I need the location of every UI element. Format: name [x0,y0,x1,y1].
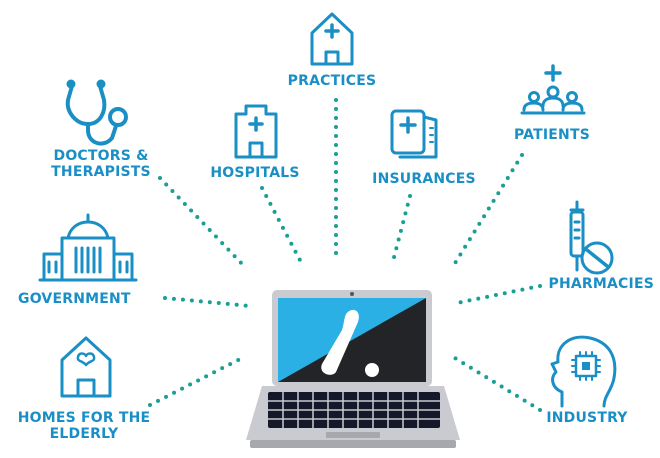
house-heart-icon [60,336,112,398]
connector-homes [148,354,248,407]
patients-group-icon [520,64,586,115]
label-doctors-line2: THERAPISTS [51,164,151,180]
label-hospitals: HOSPITALS [210,165,300,181]
label-patients: PATIENTS [514,127,590,143]
connector-industry [448,353,542,412]
laptop-icon [246,290,460,448]
stethoscope-icon [65,79,128,146]
hospital-building-icon [234,104,278,159]
insurance-card-icon [390,109,438,159]
pharmacy-syringe-pill-icon [569,200,614,275]
head-chip-icon [550,335,617,408]
label-pharmacies: PHARMACIES [548,276,654,292]
connector-doctors [158,176,248,270]
connector-pharmacies [450,284,542,306]
logo-mark [321,309,359,375]
connector-hospitals [260,186,304,266]
connector-government [163,296,252,308]
label-homes-line1: HOMES FOR THE [17,410,151,426]
label-homes: HOMES FOR THE ELDERLY [6,410,162,442]
label-doctors: DOCTORS & THERAPISTS [40,148,162,180]
label-doctors-line1: DOCTORS & [53,148,149,164]
label-practices: PRACTICES [287,73,377,89]
government-building-icon [38,213,138,282]
connector-lines [148,98,542,412]
connector-insurances [390,194,412,267]
label-government: GOVERNMENT [18,291,131,307]
label-homes-line2: ELDERLY [49,426,119,442]
house-cross-icon [310,12,354,66]
label-industry: INDUSTRY [546,410,628,426]
label-insurances: INSURANCES [372,171,476,187]
